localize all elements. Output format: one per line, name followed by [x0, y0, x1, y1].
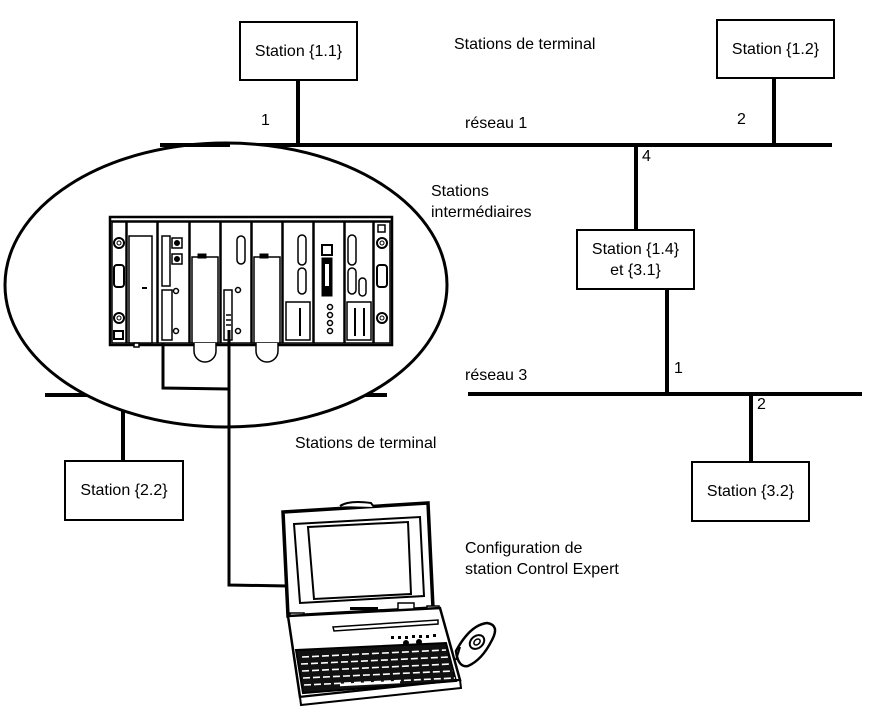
station-1-1-label: Station {1.1} — [254, 42, 343, 60]
station-1-2[interactable]: Station {1.2} — [716, 19, 835, 79]
conn-number-n1-s11: 1 — [261, 112, 270, 129]
station-2-2[interactable]: Station {2.2} — [64, 460, 184, 521]
station-3-1-label: et {3.1} — [610, 261, 661, 279]
intermediate-stations-label-2: intermédiaires — [431, 204, 532, 221]
station-2-2-label: Station {2.2} — [80, 482, 168, 499]
station-1-1[interactable]: Station {1.1} — [239, 21, 358, 81]
laptop-icon[interactable] — [281, 501, 463, 707]
terminal-stations-top-label: Stations de terminal — [454, 36, 596, 53]
station-1-4-label: Station {1.4} — [591, 240, 680, 258]
network-3-label: réseau 3 — [465, 367, 528, 384]
plc-rack-icon[interactable] — [108, 215, 394, 363]
network-1-label: réseau 1 — [465, 115, 528, 132]
conn-number-n1-s14: 4 — [642, 148, 651, 165]
station-1-4-3-1[interactable]: Station {1.4} et {3.1} — [576, 229, 695, 290]
station-1-2-label: Station {1.2} — [731, 40, 820, 58]
station-3-2[interactable]: Station {3.2} — [691, 461, 810, 522]
conn-number-n1-s12: 2 — [737, 111, 746, 128]
config-station-label-2: station Control Expert — [465, 561, 619, 578]
conn-number-n3-s31: 1 — [674, 360, 683, 377]
intermediate-stations-label-1: Stations — [431, 183, 489, 200]
programming-cable — [227, 330, 289, 588]
config-station-label-1: Configuration de — [465, 540, 583, 557]
trackball-mouse-icon[interactable] — [454, 621, 497, 668]
terminal-stations-bottom-label: Stations de terminal — [295, 435, 437, 452]
conn-number-n3-s32: 2 — [757, 396, 766, 413]
station-3-2-label: Station {3.2} — [706, 483, 795, 500]
plc-link-cable — [161, 343, 230, 391]
